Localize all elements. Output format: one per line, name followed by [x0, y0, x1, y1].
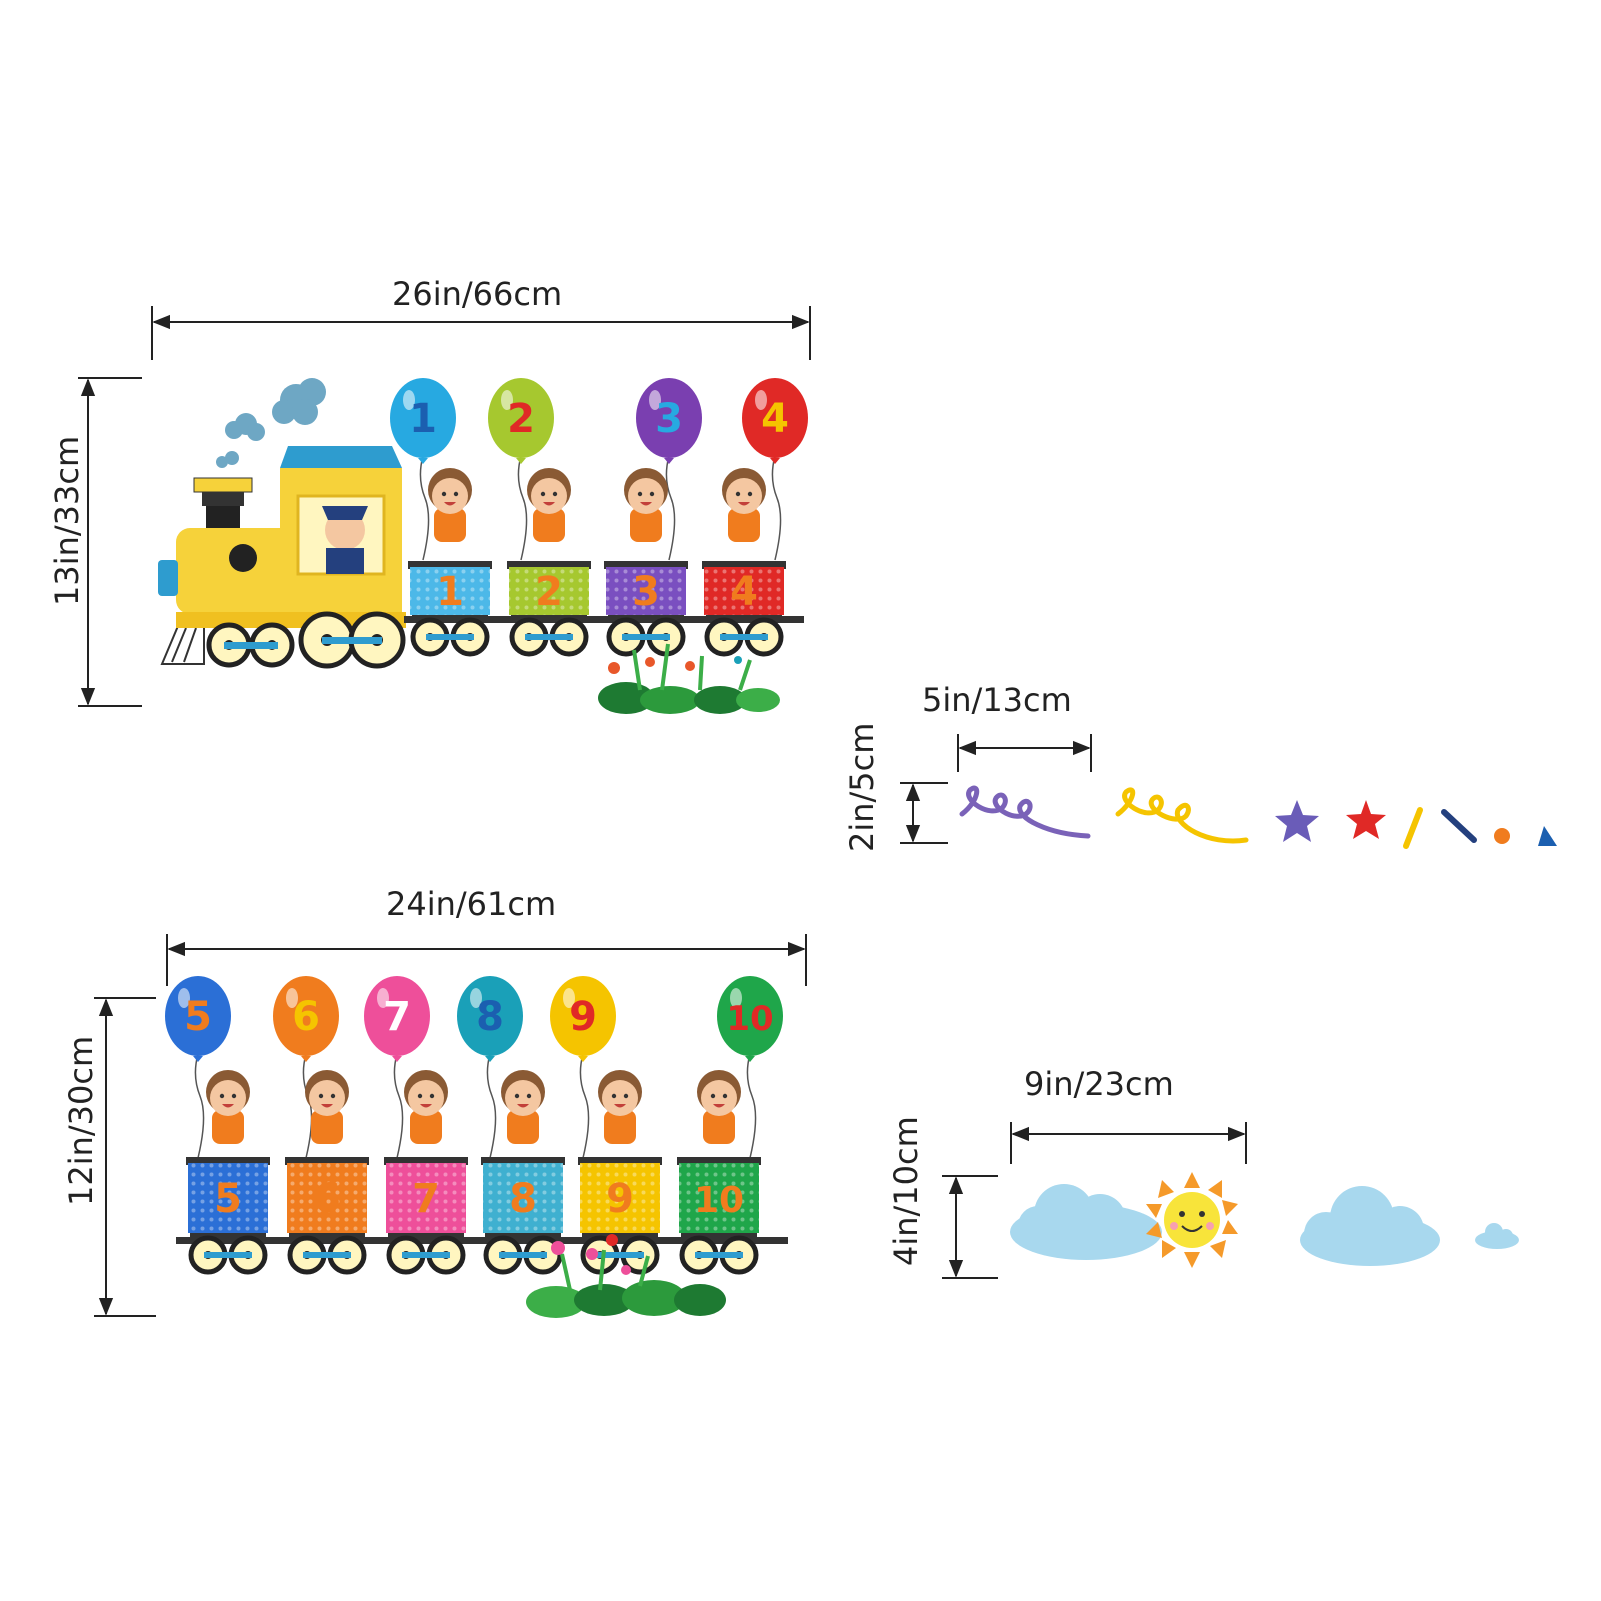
balloon-number: 1	[409, 396, 437, 442]
wagon: 4	[702, 561, 786, 657]
wagon-number: 1	[436, 569, 464, 615]
wagon-number: 7	[412, 1176, 440, 1222]
sky-height-dimension	[942, 1175, 998, 1279]
bottom-balloons: 5 6 7 8 9 10	[165, 976, 783, 1159]
bush-icon	[598, 643, 780, 714]
sky-width-label: 9in/23cm	[1024, 1065, 1174, 1103]
child-icon	[722, 468, 766, 542]
wagon-number: 3	[632, 569, 660, 615]
bush-icon	[526, 1234, 726, 1318]
balloon-number: 6	[292, 994, 320, 1040]
top-train-width-label: 26in/66cm	[392, 275, 563, 313]
wagon: 9	[578, 1157, 662, 1275]
wagon: 5	[186, 1157, 270, 1275]
cloud-icon	[1010, 1184, 1162, 1260]
wagon: 8	[481, 1157, 565, 1275]
wagon: 6	[285, 1157, 369, 1275]
confetti-triangle	[1538, 826, 1557, 846]
engine	[158, 378, 406, 669]
wagon-number: 6	[313, 1176, 341, 1222]
child-icon	[428, 468, 472, 542]
balloon-number: 4	[761, 396, 789, 442]
balloon-icon: 10	[717, 976, 783, 1159]
wagon: 1	[408, 561, 492, 657]
balloon-number: 9	[569, 994, 597, 1040]
wagon-number: 5	[214, 1176, 242, 1222]
wagon: 10	[677, 1157, 761, 1275]
sun-icon	[1146, 1172, 1238, 1268]
top-train-width-dimension	[151, 306, 811, 360]
cloud-icon	[1300, 1186, 1440, 1266]
child-icon	[501, 1070, 545, 1144]
confetti-stroke	[1403, 807, 1423, 849]
balloon-icon: 4	[742, 378, 808, 561]
balloon-number: 5	[184, 994, 212, 1040]
balloon-icon: 1	[390, 378, 456, 561]
balloon-number: 7	[383, 994, 411, 1040]
star-icon	[1346, 800, 1386, 839]
coupler-bar	[176, 1237, 788, 1244]
balloon-number: 3	[655, 396, 683, 442]
balloon-icon: 7	[364, 976, 430, 1159]
confetti-width-label: 5in/13cm	[922, 681, 1072, 719]
wagon-number: 2	[535, 569, 563, 615]
top-wagons: 1 2 3 4	[408, 468, 786, 657]
child-icon	[527, 468, 571, 542]
wagon: 7	[384, 1157, 468, 1275]
coupler-bar	[404, 616, 804, 623]
wagon: 3	[604, 561, 688, 657]
smoke-icon	[216, 378, 326, 468]
balloon-number: 8	[476, 994, 504, 1040]
balloon-icon: 8	[457, 976, 523, 1159]
balloon-icon: 2	[488, 378, 554, 561]
top-train-height-dimension	[78, 377, 142, 707]
balloon-icon: 3	[636, 378, 702, 561]
wagon-number: 10	[694, 1180, 744, 1221]
bottom-train-height-dimension	[94, 997, 156, 1317]
sky-width-dimension	[1010, 1122, 1247, 1164]
bottom-train-width-label: 24in/61cm	[386, 885, 557, 923]
star-icon	[1275, 800, 1319, 842]
child-icon	[404, 1070, 448, 1144]
child-icon	[206, 1070, 250, 1144]
confetti	[959, 785, 1557, 849]
child-icon	[305, 1070, 349, 1144]
balloon-number: 10	[726, 999, 773, 1039]
balloon-icon: 5	[165, 976, 231, 1159]
small-cloud-icon	[1475, 1223, 1519, 1249]
child-icon	[598, 1070, 642, 1144]
confetti-width-dimension	[957, 734, 1092, 772]
confetti-dot	[1494, 828, 1510, 844]
balloon-icon: 9	[550, 976, 616, 1159]
wagon-number: 9	[606, 1176, 634, 1222]
top-balloons: 1 2 3 4	[390, 378, 808, 561]
wagon-number: 4	[730, 569, 758, 615]
confetti-stroke	[1441, 809, 1477, 843]
child-icon	[697, 1070, 741, 1144]
confetti-height-dimension	[900, 782, 948, 844]
bottom-train-width-dimension	[166, 934, 807, 986]
wagon-number: 8	[509, 1176, 537, 1222]
squiggle-yellow	[1115, 787, 1249, 844]
balloon-number: 2	[507, 396, 535, 442]
child-icon	[624, 468, 668, 542]
squiggle-purple	[959, 785, 1091, 839]
bottom-wagons: 5 6 7 8 9 10	[186, 1070, 761, 1275]
wagon: 2	[507, 561, 591, 657]
